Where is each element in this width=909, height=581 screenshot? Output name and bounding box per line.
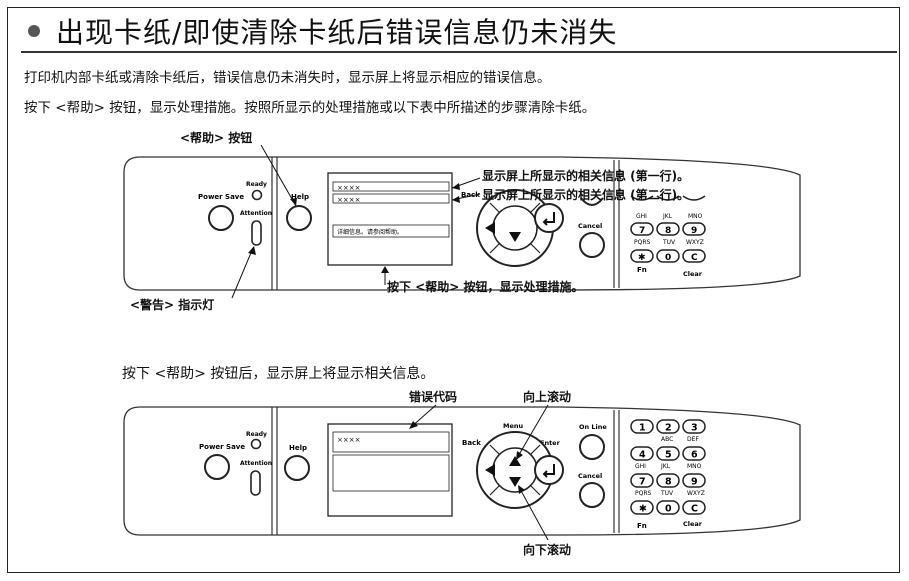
ready-label: Ready xyxy=(246,181,267,188)
attention-led xyxy=(251,220,262,246)
callout-scroll-down: 向下滚动 xyxy=(523,543,572,557)
page-title: 出现卡纸/即使清除卡纸后错误信息仍未消失 xyxy=(56,16,618,49)
svg-text:8: 8 xyxy=(665,226,671,236)
title-bullet-icon xyxy=(28,25,40,37)
callout-line2: 显示屏上所显示的相关信息 (第二行)。 xyxy=(482,188,690,202)
svg-text:WXYZ: WXYZ xyxy=(686,239,704,246)
display-help-text: 详细信息。请参阅帮助。 xyxy=(337,228,403,236)
power-save-label: Power Save xyxy=(198,193,244,201)
callout-error-code: 错误代码 xyxy=(409,390,458,404)
step-label: 按下 <帮助> 按钮后，显示屏上将显示相关信息。 xyxy=(122,366,435,382)
svg-text:Clear: Clear xyxy=(683,270,703,278)
callout-scroll-up: 向上滚动 xyxy=(523,390,572,404)
cancel-label: Cancel xyxy=(578,222,602,230)
svg-text:JKL: JKL xyxy=(662,213,673,220)
svg-text:C: C xyxy=(691,253,698,263)
power-save-button[interactable] xyxy=(208,205,234,231)
display-line1: ×××× xyxy=(337,184,360,192)
svg-text:✱: ✱ xyxy=(638,253,646,263)
title-rule xyxy=(21,51,897,53)
back-arrow-icon[interactable] xyxy=(485,222,495,234)
paragraph-2: 按下 <帮助> 按钮，显示处理措施。按照所显示的处理措施或以下表中所描述的步骤清… xyxy=(24,100,596,116)
down-arrow-icon[interactable] xyxy=(509,232,521,242)
enter-button[interactable] xyxy=(534,203,564,233)
ready-led xyxy=(251,189,263,201)
svg-text:0: 0 xyxy=(665,253,671,263)
cancel-button[interactable] xyxy=(579,232,605,258)
leader-help xyxy=(260,144,297,207)
help-label: Help xyxy=(291,193,309,201)
svg-text:GHI: GHI xyxy=(636,213,647,220)
help-button[interactable] xyxy=(286,205,312,231)
display-line2: ×××× xyxy=(337,196,360,204)
control-panel-diagram-1: Power Save Ready Attention Help ×××× ×××… xyxy=(123,144,801,299)
svg-text:MNO: MNO xyxy=(688,213,703,220)
enter-icon xyxy=(542,212,555,226)
page-frame xyxy=(7,7,900,573)
back-label: Back xyxy=(461,191,480,199)
callout-attention: <警告> 指示灯 xyxy=(130,298,215,312)
keypad-partial: GHI JKL MNO 7 8 9 PQRS TUV WXYZ ✱ 0 C Fn Clear xyxy=(630,195,706,278)
callout-press-help: 按下 <帮助> 按钮，显示处理措施。 xyxy=(387,280,584,294)
callout-line1: 显示屏上所显示的相关信息 (第一行)。 xyxy=(482,169,690,183)
callout-help-button: <帮助> 按钮 xyxy=(180,131,253,145)
svg-text:9: 9 xyxy=(691,226,697,236)
svg-text:TUV: TUV xyxy=(662,239,676,246)
svg-text:PQRS: PQRS xyxy=(634,239,651,246)
paragraph-1: 打印机内部卡纸或清除卡纸后，错误信息仍未消失时，显示屏上将显示相应的错误信息。 xyxy=(24,70,551,86)
svg-text:Fn: Fn xyxy=(637,266,647,274)
attention-label: Attention xyxy=(240,210,272,217)
svg-text:7: 7 xyxy=(639,226,645,236)
title-row: 出现卡纸/即使清除卡纸后错误信息仍未消失 xyxy=(24,12,617,50)
